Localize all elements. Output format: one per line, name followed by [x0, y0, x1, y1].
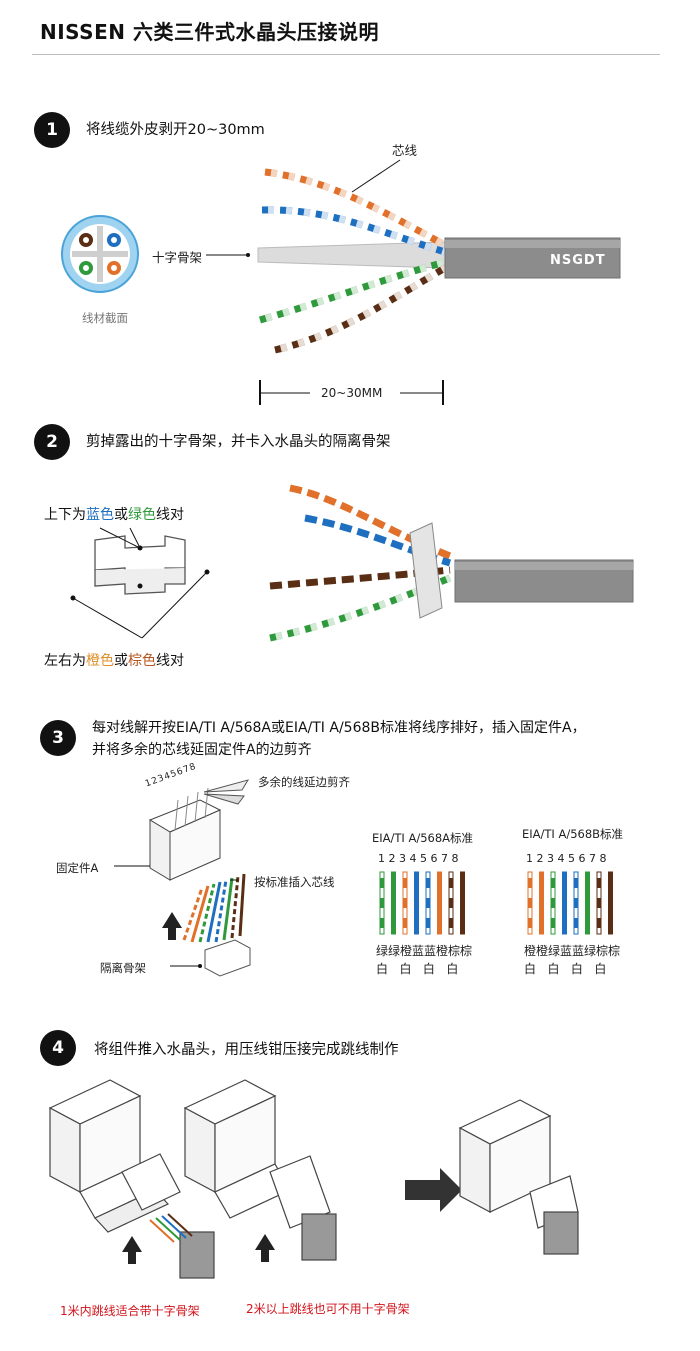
standard-b-wire-1-stripe — [528, 878, 532, 888]
blue-word: 蓝色 — [86, 507, 114, 523]
standard-a-wire-1-stripe — [380, 918, 384, 928]
standard-a-wire-3-stripe — [403, 878, 407, 888]
cable-cross-section-icon — [61, 215, 139, 293]
standard-b-wire-7-stripe — [597, 898, 601, 908]
step-3-text-line2: 并将多余的芯线延固定件A的边剪齐 — [92, 742, 312, 758]
standard-a-wire-7-stripe — [449, 898, 453, 908]
standard-a-wire-6 — [437, 871, 442, 935]
orange-word: 橙色 — [86, 653, 114, 669]
standard-b-wire-3-stripe — [551, 878, 555, 888]
standard-a-wire-2 — [391, 871, 396, 935]
cable-brand-label: NSGDT — [550, 253, 606, 268]
step-4-text: 将组件推入水晶头，用压线钳压接完成跳线制作 — [94, 1042, 399, 1058]
fixture-a-label: 固定件A — [56, 861, 99, 875]
standard-a-wire-5-stripe — [426, 898, 430, 908]
cross-skeleton-label: 十字骨架 — [152, 250, 203, 265]
step-2-text: 剪掉露出的十字骨架，并卡入水晶头的隔离骨架 — [86, 434, 391, 450]
cross-section-label: 线材截面 — [82, 311, 128, 325]
standard-b-wire-3-stripe — [551, 898, 555, 908]
core-wire-label: 芯线 — [392, 143, 418, 158]
top-or: 或 — [114, 507, 128, 523]
standard-b-wire-5-stripe — [574, 878, 578, 888]
standard-b-wire-2 — [539, 871, 544, 935]
top-bottom-pair-label: 上下为蓝色或绿色线对 — [44, 504, 184, 524]
bottom-pre: 左右为 — [44, 653, 86, 669]
standard-b-wire-4 — [562, 871, 567, 935]
page-title: NISSEN 六类三件式水晶头压接说明 — [40, 20, 379, 44]
top-post: 线对 — [156, 507, 184, 523]
standard-a-pins: 1 2 3 4 5 6 7 8 — [378, 852, 459, 865]
separator-skeleton-illustration — [70, 527, 210, 639]
standard-a-wire-diagram — [379, 871, 465, 935]
standard-b-wire-5-stripe — [574, 898, 578, 908]
stripped-cable-illustration — [206, 159, 621, 405]
standard-a-wire-4 — [414, 871, 419, 935]
separator-label: 隔离骨架 — [100, 961, 146, 975]
step-4-badge: 4 — [40, 1030, 76, 1066]
top-pre: 上下为 — [44, 507, 86, 523]
bottom-post: 线对 — [156, 653, 184, 669]
standard-b-pins: 1 2 3 4 5 6 7 8 — [526, 852, 607, 865]
insert-wires-label: 按标准插入芯线 — [254, 875, 335, 889]
bottom-or: 或 — [114, 653, 128, 669]
standard-a-wire-5-stripe — [426, 878, 430, 888]
standard-a-wire-7-stripe — [449, 878, 453, 888]
left-right-pair-label: 左右为橙色或棕色线对 — [44, 650, 184, 670]
brown-word: 棕色 — [128, 653, 156, 669]
green-word: 绿色 — [128, 507, 156, 523]
standard-b-wire-5-stripe — [574, 918, 578, 928]
step-3-badge: 3 — [40, 720, 76, 756]
standard-a-wire-1-stripe — [380, 898, 384, 908]
standard-a-wire-3-stripe — [403, 918, 407, 928]
standard-a-wire-3-stripe — [403, 898, 407, 908]
note-right: 2米以上跳线也可不用十字骨架 — [246, 1302, 410, 1316]
step-1-text: 将线缆外皮剥开20~30mm — [86, 122, 265, 138]
crimp-process-illustration — [48, 1079, 579, 1279]
trim-excess-label: 多余的线延边剪齐 — [258, 775, 350, 789]
standard-b-wire-3-stripe — [551, 918, 555, 928]
standard-a-white: 白 白 白 白 — [376, 962, 459, 976]
note-left: 1米内跳线适合带十字骨架 — [60, 1304, 200, 1318]
standard-b-wire-6 — [585, 871, 590, 935]
standard-b-wire-1-stripe — [528, 918, 532, 928]
step-3-text-line1: 每对线解开按EIA/TI A/568A或EIA/TI A/568B标准将线序排好… — [92, 720, 586, 736]
strip-length-label: 20~30MM — [321, 386, 383, 400]
standard-b-wire-1-stripe — [528, 898, 532, 908]
standard-a-wire-5-stripe — [426, 918, 430, 928]
step-2-badge: 2 — [34, 424, 70, 460]
title-divider — [32, 54, 660, 55]
standard-a-wire-8 — [460, 871, 465, 935]
standard-b-white: 白 白 白 白 — [524, 962, 607, 976]
standard-a-colors: 绿绿橙蓝蓝橙棕棕 — [376, 944, 473, 958]
fixture-assembly-illustration — [114, 779, 251, 977]
standard-a-title: EIA/TI A/568A标准 — [372, 831, 474, 845]
step-1-badge: 1 — [34, 112, 70, 148]
standard-b-wire-diagram — [527, 871, 613, 935]
standard-b-wire-7-stripe — [597, 878, 601, 888]
separator-on-cable-illustration — [269, 484, 634, 642]
standard-a-wire-1-stripe — [380, 878, 384, 888]
standard-b-title: EIA/TI A/568B标准 — [522, 827, 624, 841]
standard-b-colors: 橙橙绿蓝蓝绿棕棕 — [524, 944, 621, 958]
standard-b-wire-7-stripe — [597, 918, 601, 928]
standard-a-wire-7-stripe — [449, 918, 453, 928]
standard-b-wire-8 — [608, 871, 613, 935]
